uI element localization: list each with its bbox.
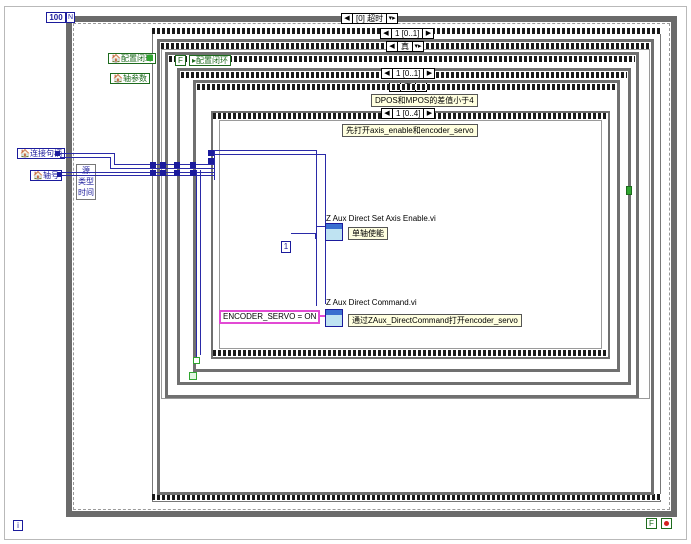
case2-selector-label: 1 [0..1] (391, 28, 424, 39)
tunnel-3 (160, 162, 166, 168)
stop-false-constant[interactable]: F (646, 518, 657, 529)
wire-const-1 (291, 233, 315, 234)
prev-icon[interactable]: ◀ (389, 43, 395, 50)
event-case-bottom-film (152, 494, 661, 500)
control-icon: 🏠 (111, 54, 121, 63)
tunnel-1 (150, 162, 156, 168)
tunnel-6 (174, 170, 180, 176)
vi2-comment: 通过ZAux_DirectCommand打开encoder_servo (348, 314, 522, 327)
case3-selector[interactable]: ◀ 1 [0..1] ▶ (381, 68, 436, 79)
prev-icon[interactable]: ◀ (383, 30, 389, 37)
connection-handle-label: 连接句柄 (29, 149, 62, 158)
prev-icon[interactable]: ◀ (384, 70, 390, 77)
wire-handle-2 (114, 153, 115, 164)
wire-vi2-in (316, 226, 326, 227)
vi1-comment: 单轴使能 (348, 227, 388, 240)
case3-selector-label: 1 [0..1] (392, 68, 425, 79)
case4-comment: 先打开axis_enable和encoder_servo (342, 124, 478, 137)
control-icon: 🏠 (20, 149, 30, 158)
prev-case-icon[interactable]: ◀ (344, 15, 350, 22)
case2-frame (157, 39, 654, 495)
axis-number-label: 轴号 (42, 171, 59, 180)
next-icon[interactable]: ▶ (426, 70, 433, 77)
control-icon: 🏠 (113, 74, 123, 83)
prev-icon[interactable]: ◀ (384, 110, 390, 117)
iteration-terminal: i (13, 520, 23, 531)
local-arrow-icon: ▸ (192, 56, 197, 65)
case3-film (169, 56, 635, 62)
wire-down-left (196, 170, 197, 360)
wire-top-run (214, 150, 316, 151)
wire-up-to-vi (214, 150, 215, 180)
config-closed-loop-local[interactable]: ▸配置闭环 (189, 55, 232, 66)
vi1-name: Z Aux Direct Set Axis Enable.vi (326, 214, 436, 223)
case5-frame (193, 80, 620, 372)
wire-axis-2 (62, 172, 214, 173)
wire-handle-4 (60, 157, 111, 158)
tunnel-8 (190, 170, 196, 176)
false-constant[interactable]: F (175, 55, 186, 66)
chevron-down-icon[interactable]: ▾▸ (414, 43, 422, 50)
tunnel-12 (57, 172, 62, 177)
tunnel-10 (208, 158, 214, 164)
loop-count-terminal[interactable]: 100 (46, 12, 66, 23)
config-node (147, 55, 153, 61)
stop-dot (664, 521, 669, 526)
case2-selector[interactable]: ◀ 1 [0..1] ▶ (380, 28, 435, 39)
case5-film (197, 84, 616, 90)
stop-condition-icon[interactable] (661, 518, 672, 529)
case2-bool-label: 真 (397, 41, 413, 52)
local-ref-label: 配置闭环 (196, 56, 229, 65)
wire-down-left-2 (200, 170, 201, 355)
event-case-selector[interactable]: ◀ [0] 超时 ▾▸ (341, 13, 399, 24)
wire-vi2-in-b (316, 226, 317, 306)
next-icon[interactable]: ▶ (425, 30, 432, 37)
shift-register-tunnel[interactable] (626, 186, 632, 195)
bundle-item-type: 类型 (78, 177, 94, 186)
unbundle-node[interactable]: 源 类型 时间 (76, 164, 96, 200)
sequence-local-node-2 (189, 372, 197, 380)
loop-count-arrow-icon: N (66, 12, 75, 23)
bundle-item-source: 源 (82, 166, 90, 175)
case4-selector[interactable]: ◀ 1 [0..4] ▶ (381, 108, 436, 119)
bundle-item-time: 时间 (78, 188, 94, 197)
case3-comment: DPOS和MPOS的差值小于4 (371, 94, 478, 107)
wire-handle-5 (110, 157, 111, 168)
axis-params-control[interactable]: 🏠轴参数 (110, 73, 150, 84)
wire-top-run-2 (214, 154, 325, 155)
wire-axis (62, 175, 214, 176)
config-closed-loop-control[interactable]: 🏠配置闭环 (108, 53, 156, 64)
vi2-string-const[interactable]: ENCODER_SERVO = ON (219, 310, 321, 324)
control-icon: 🏠 (33, 171, 43, 180)
tunnel-7 (190, 162, 196, 168)
case2-bool-selector[interactable]: ◀ 真 ▾▸ (386, 41, 424, 52)
next-icon[interactable]: ▶ (426, 110, 433, 117)
tunnel-5 (174, 162, 180, 168)
vi1-const[interactable]: 1 (281, 241, 291, 253)
chevron-down-icon[interactable]: ▾▸ (388, 15, 396, 22)
inner-sequence-film-bottom (213, 350, 608, 356)
vi2-icon[interactable] (325, 309, 343, 327)
wire-down-vi1 (316, 150, 317, 226)
tunnel-4 (160, 170, 166, 176)
tunnel-11 (55, 151, 60, 156)
tunnel-2 (150, 170, 156, 176)
vi1-icon[interactable] (325, 223, 343, 241)
axis-params-label: 轴参数 (122, 74, 147, 83)
wire-handle (60, 153, 115, 154)
vi2-name: Z Aux Direct Command.vi (326, 298, 417, 307)
case4-selector-label: 1 [0..4] (392, 108, 425, 119)
wire-const-1b (315, 233, 316, 239)
case3-frame (165, 52, 639, 398)
tunnel-9 (208, 150, 214, 156)
event-case-label: [0] 超时 (352, 13, 388, 24)
sequence-local-node (193, 357, 200, 364)
config-closed-loop-label: 配置闭环 (120, 54, 153, 63)
wire-handle-6 (110, 168, 214, 169)
